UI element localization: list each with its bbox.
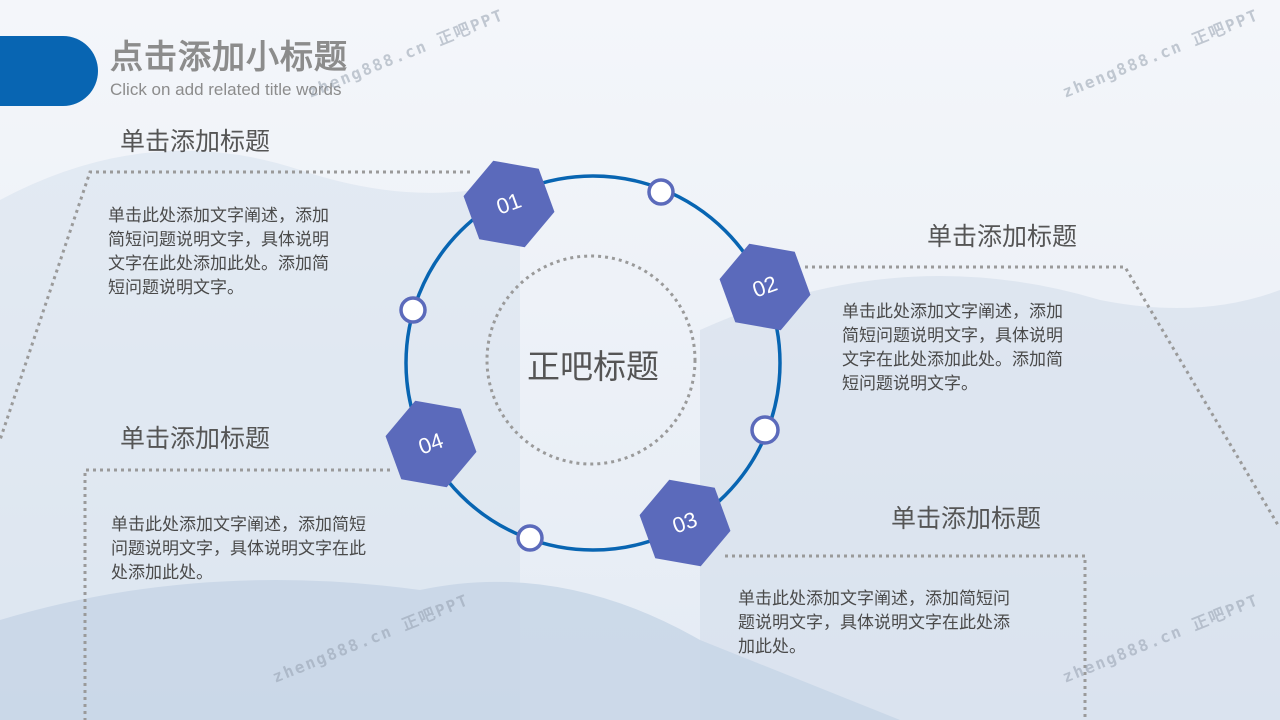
page-subtitle: Click on add related title words xyxy=(110,80,342,99)
connector-4 xyxy=(83,468,390,720)
inner-dotted-circle xyxy=(485,254,697,466)
item-4-heading: 单击添加标题 xyxy=(120,424,271,453)
hexagon-01 xyxy=(463,160,555,248)
body-line: 文字在此处添加此处。添加简 xyxy=(108,254,329,274)
ring-dot xyxy=(516,524,544,552)
hexagon-04 xyxy=(385,400,477,488)
ring-dot xyxy=(399,296,427,324)
body-line: 短问题说明文字。 xyxy=(842,374,978,394)
item-3-heading: 单击添加标题 xyxy=(891,504,1042,533)
hexagon-02 xyxy=(719,243,811,331)
body-line: 简短问题说明文字，具体说明 xyxy=(108,230,329,250)
body-line: 加此处。 xyxy=(738,637,806,657)
connector-1 xyxy=(0,170,470,441)
body-line: 单击此处添加文字阐述，添加简短 xyxy=(111,515,366,535)
ring xyxy=(404,174,782,552)
item-4-body: 单击此处添加文字阐述，添加简短问题说明文字，具体说明文字在此处添加此处。 xyxy=(111,513,366,585)
body-line: 简短问题说明文字，具体说明 xyxy=(842,326,1063,346)
item-1-heading: 单击添加标题 xyxy=(120,127,271,156)
body-line: 处添加此处。 xyxy=(111,563,213,583)
hexagon-03 xyxy=(639,479,731,567)
item-2-heading: 单击添加标题 xyxy=(927,222,1078,251)
body-line: 短问题说明文字。 xyxy=(108,278,244,298)
item-2-body: 单击此处添加文字阐述，添加简短问题说明文字，具体说明文字在此处添加此处。添加简短… xyxy=(842,300,1063,396)
item-1-body: 单击此处添加文字阐述，添加简短问题说明文字，具体说明文字在此处添加此处。添加简短… xyxy=(108,204,329,300)
connector-2 xyxy=(805,265,1280,526)
body-line: 单击此处添加文字阐述，添加 xyxy=(108,206,329,226)
mountain-bottom xyxy=(0,580,900,720)
body-line: 单击此处添加文字阐述，添加 xyxy=(842,302,1063,322)
item-3-body: 单击此处添加文字阐述，添加简短问题说明文字，具体说明文字在此处添加此处。 xyxy=(738,587,1010,659)
body-line: 文字在此处添加此处。添加简 xyxy=(842,350,1063,370)
ring-dot xyxy=(647,178,675,206)
connector-3 xyxy=(725,554,1087,720)
body-line: 单击此处添加文字阐述，添加简短问 xyxy=(738,589,1010,609)
center-title: 正吧标题 xyxy=(527,347,659,386)
body-line: 问题说明文字，具体说明文字在此 xyxy=(111,539,366,559)
body-line: 题说明文字，具体说明文字在此处添 xyxy=(738,613,1010,633)
page-title: 点击添加小标题 xyxy=(110,37,348,76)
mountain-left xyxy=(0,150,520,720)
ring-dot xyxy=(750,415,780,445)
mountain-right xyxy=(700,276,1280,720)
title-accent-tab xyxy=(0,36,98,106)
